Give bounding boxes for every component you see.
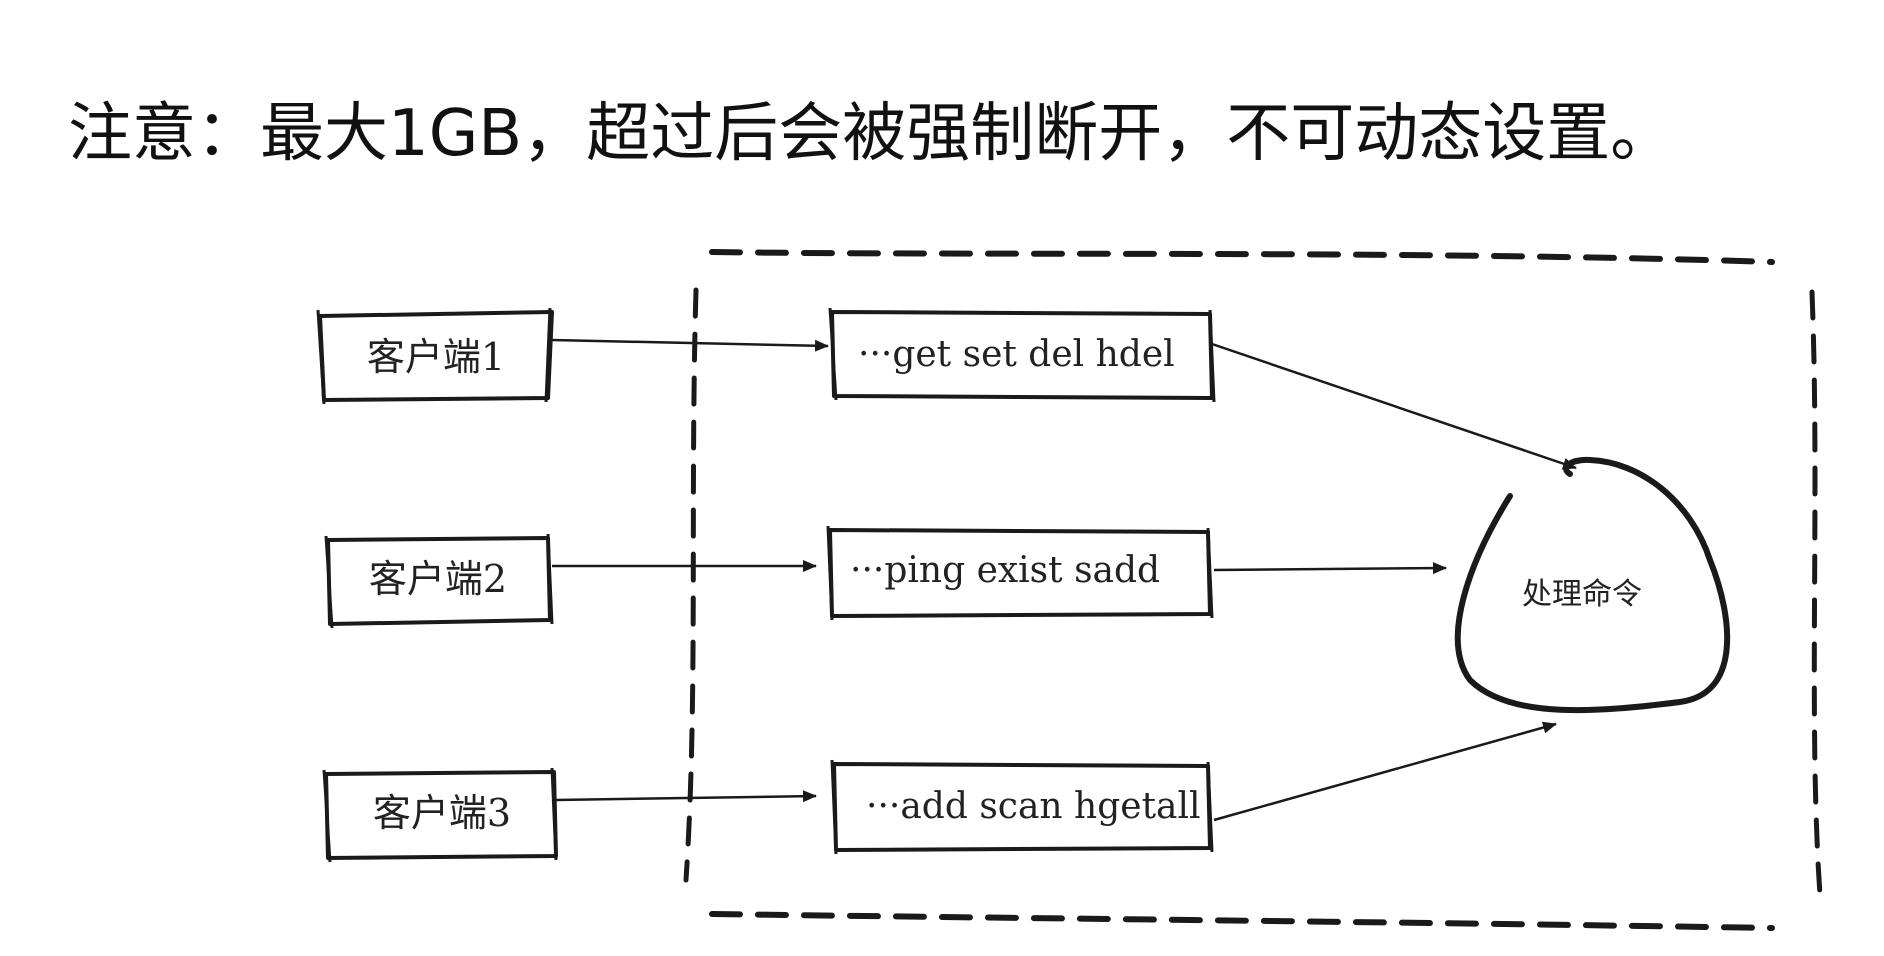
client-box-3: 客户端3 [322,767,558,863]
page-title: 注意：最大1GB，超过后会被强制断开，不可动态设置。 [68,97,1675,171]
buffer-box-2: ···ping exist sadd [826,525,1214,621]
server-region-left [683,287,699,883]
client-box-1: 客户端1 [316,307,554,405]
client-label-2: 客户端2 [369,557,507,601]
arrow-buffer3-to-processor [1213,721,1557,822]
client-label-1: 客户端1 [367,335,505,379]
arrow-client3-to-buffer3 [555,790,817,803]
server-region-bottom [709,911,1775,931]
client-box-2: 客户端2 [324,533,554,629]
client-label-3: 客户端3 [373,791,511,835]
arrow-client1-to-buffer1 [551,338,829,352]
processor-label: 处理命令 [1522,577,1642,612]
server-region [683,249,1823,931]
buffer-label-2: ···ping exist sadd [850,550,1160,591]
buffer-box-1: ···get set del hdel [828,307,1216,403]
arrow-buffer2-to-processor [1213,562,1447,575]
arrow-buffer1-to-processor [1211,342,1577,470]
buffer-label-3: ···add scan hgetall [866,786,1201,827]
buffer-label-1: ···get set del hdel [858,334,1175,375]
buffer-box-3: ···add scan hgetall [830,759,1214,855]
server-region-top [709,249,1775,265]
processor-node: 处理命令 [1454,456,1731,714]
server-region-right [1809,289,1823,898]
